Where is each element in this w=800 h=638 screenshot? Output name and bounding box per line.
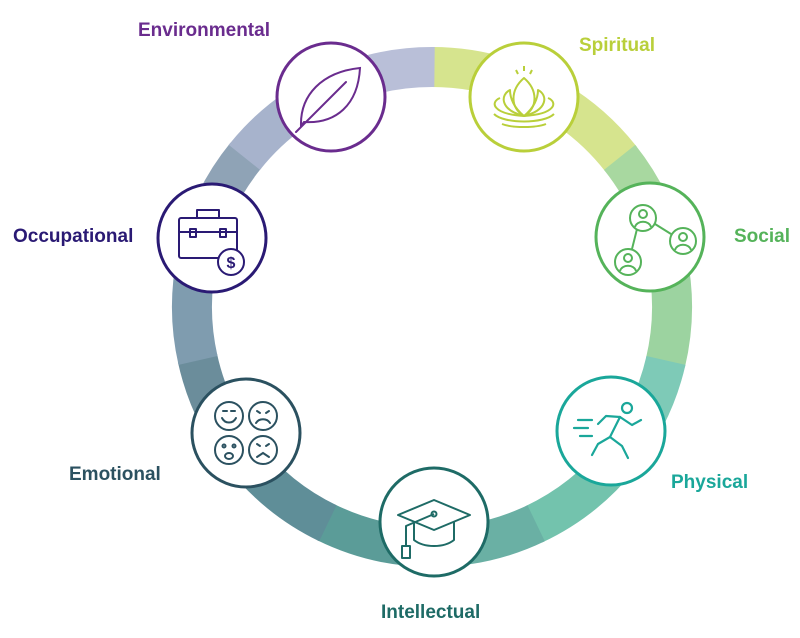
leaf-icon [295, 66, 362, 133]
graduation-cap-icon [397, 499, 471, 559]
running-person-icon [572, 401, 643, 460]
emotional-node [190, 377, 302, 489]
svg-text:$: $ [227, 255, 236, 272]
intellectual-node [378, 466, 490, 578]
label-emotional: Emotional [69, 464, 161, 485]
physical-node [555, 375, 667, 487]
briefcase-money-icon: $ [178, 209, 245, 276]
label-intellectual: Intellectual [381, 602, 481, 623]
label-occupational: Occupational [13, 226, 134, 247]
occupational-node: $ [156, 182, 268, 294]
label-environmental: Environmental [138, 20, 270, 41]
environmental-node [275, 41, 387, 153]
label-spiritual: Spiritual [579, 35, 656, 56]
lotus-icon [493, 66, 555, 128]
people-network-icon [614, 204, 697, 276]
social-node [594, 181, 706, 293]
emotion-faces-icon [214, 401, 278, 465]
label-social: Social [734, 226, 790, 247]
label-physical: Physical [671, 472, 749, 493]
spiritual-node [468, 41, 580, 153]
